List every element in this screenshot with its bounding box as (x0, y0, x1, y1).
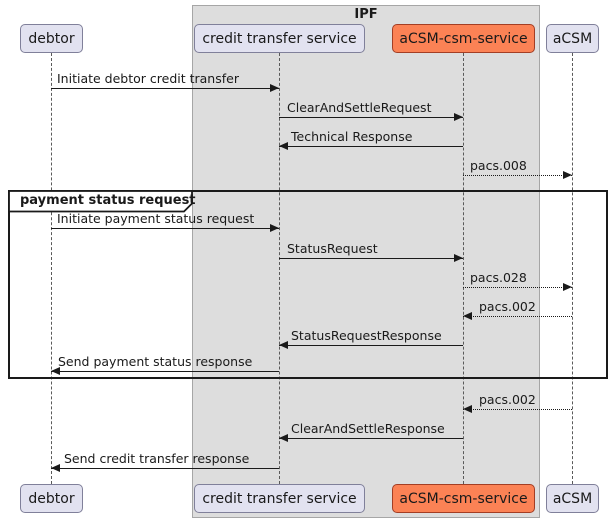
participant-label: debtor (28, 490, 75, 507)
arrowhead-left-icon (463, 405, 472, 413)
ipf-container-box (192, 5, 540, 518)
lifeline-debtor (51, 53, 52, 484)
message-arrow (279, 438, 463, 439)
message-label: ClearAndSettleRequest (287, 100, 432, 115)
arrowhead-right-icon (454, 113, 463, 121)
message-label: pacs.008 (470, 158, 527, 173)
participant-label: aCSM (552, 30, 593, 47)
arrowhead-right-icon (454, 254, 463, 262)
arrowhead-left-icon (463, 312, 472, 320)
arrowhead-left-icon (279, 142, 288, 150)
participant-label: debtor (28, 30, 75, 47)
participant-label: aCSM-csm-service (399, 490, 528, 507)
lifeline-acsm (572, 53, 573, 484)
arrowhead-left-icon (51, 464, 60, 472)
arrowhead-right-icon (270, 84, 279, 92)
arrowhead-left-icon (279, 341, 288, 349)
arrowhead-right-icon (563, 283, 572, 291)
participant-label: credit transfer service (202, 30, 357, 47)
message-arrow (51, 468, 279, 469)
participant-credit-transfer-service-bottom: credit transfer service (194, 484, 365, 513)
message-label: StatusRequest (287, 241, 378, 256)
lifeline-credit-transfer-service (279, 53, 280, 484)
arrowhead-left-icon (279, 434, 288, 442)
arrowhead-right-icon (563, 171, 572, 179)
message-arrow (279, 345, 463, 346)
message-arrow (51, 228, 279, 229)
participant-acsm-csm-service-bottom: aCSM-csm-service (392, 484, 535, 513)
message-arrow (463, 409, 572, 410)
message-label: Initiate debtor credit transfer (57, 71, 239, 86)
message-arrow (463, 175, 572, 176)
message-label: ClearAndSettleResponse (291, 421, 445, 436)
message-label: Send payment status response (58, 354, 253, 369)
group-frame-payment-status-request (8, 190, 608, 379)
message-label: pacs.028 (470, 270, 527, 285)
message-label: pacs.002 (479, 299, 536, 314)
ipf-container-title: IPF (354, 7, 378, 22)
message-arrow (51, 88, 279, 89)
message-label: Initiate payment status request (57, 211, 255, 226)
participant-label: aCSM-csm-service (399, 30, 528, 47)
participant-debtor-bottom: debtor (20, 484, 83, 513)
message-label: pacs.002 (479, 392, 536, 407)
participant-label: aCSM (552, 490, 593, 507)
message-label: Technical Response (291, 129, 413, 144)
message-arrow (279, 258, 463, 259)
participant-credit-transfer-service-top: credit transfer service (194, 24, 365, 53)
message-arrow (51, 371, 279, 372)
frame-title: payment status request (20, 193, 196, 208)
participant-acsm-bottom: aCSM (546, 484, 599, 513)
arrowhead-left-icon (51, 367, 60, 375)
participant-debtor-top: debtor (20, 24, 83, 53)
message-label: Send credit transfer response (64, 451, 250, 466)
participant-acsm-top: aCSM (546, 24, 599, 53)
message-arrow (463, 316, 572, 317)
message-arrow (463, 287, 572, 288)
participant-label: credit transfer service (202, 490, 357, 507)
message-label: StatusRequestResponse (291, 328, 442, 343)
lifeline-acsm-csm-service (463, 53, 464, 484)
participant-acsm-csm-service-top: aCSM-csm-service (392, 24, 535, 53)
message-arrow (279, 117, 463, 118)
message-arrow (279, 146, 463, 147)
frame-header-shape (8, 190, 193, 213)
arrowhead-right-icon (270, 224, 279, 232)
